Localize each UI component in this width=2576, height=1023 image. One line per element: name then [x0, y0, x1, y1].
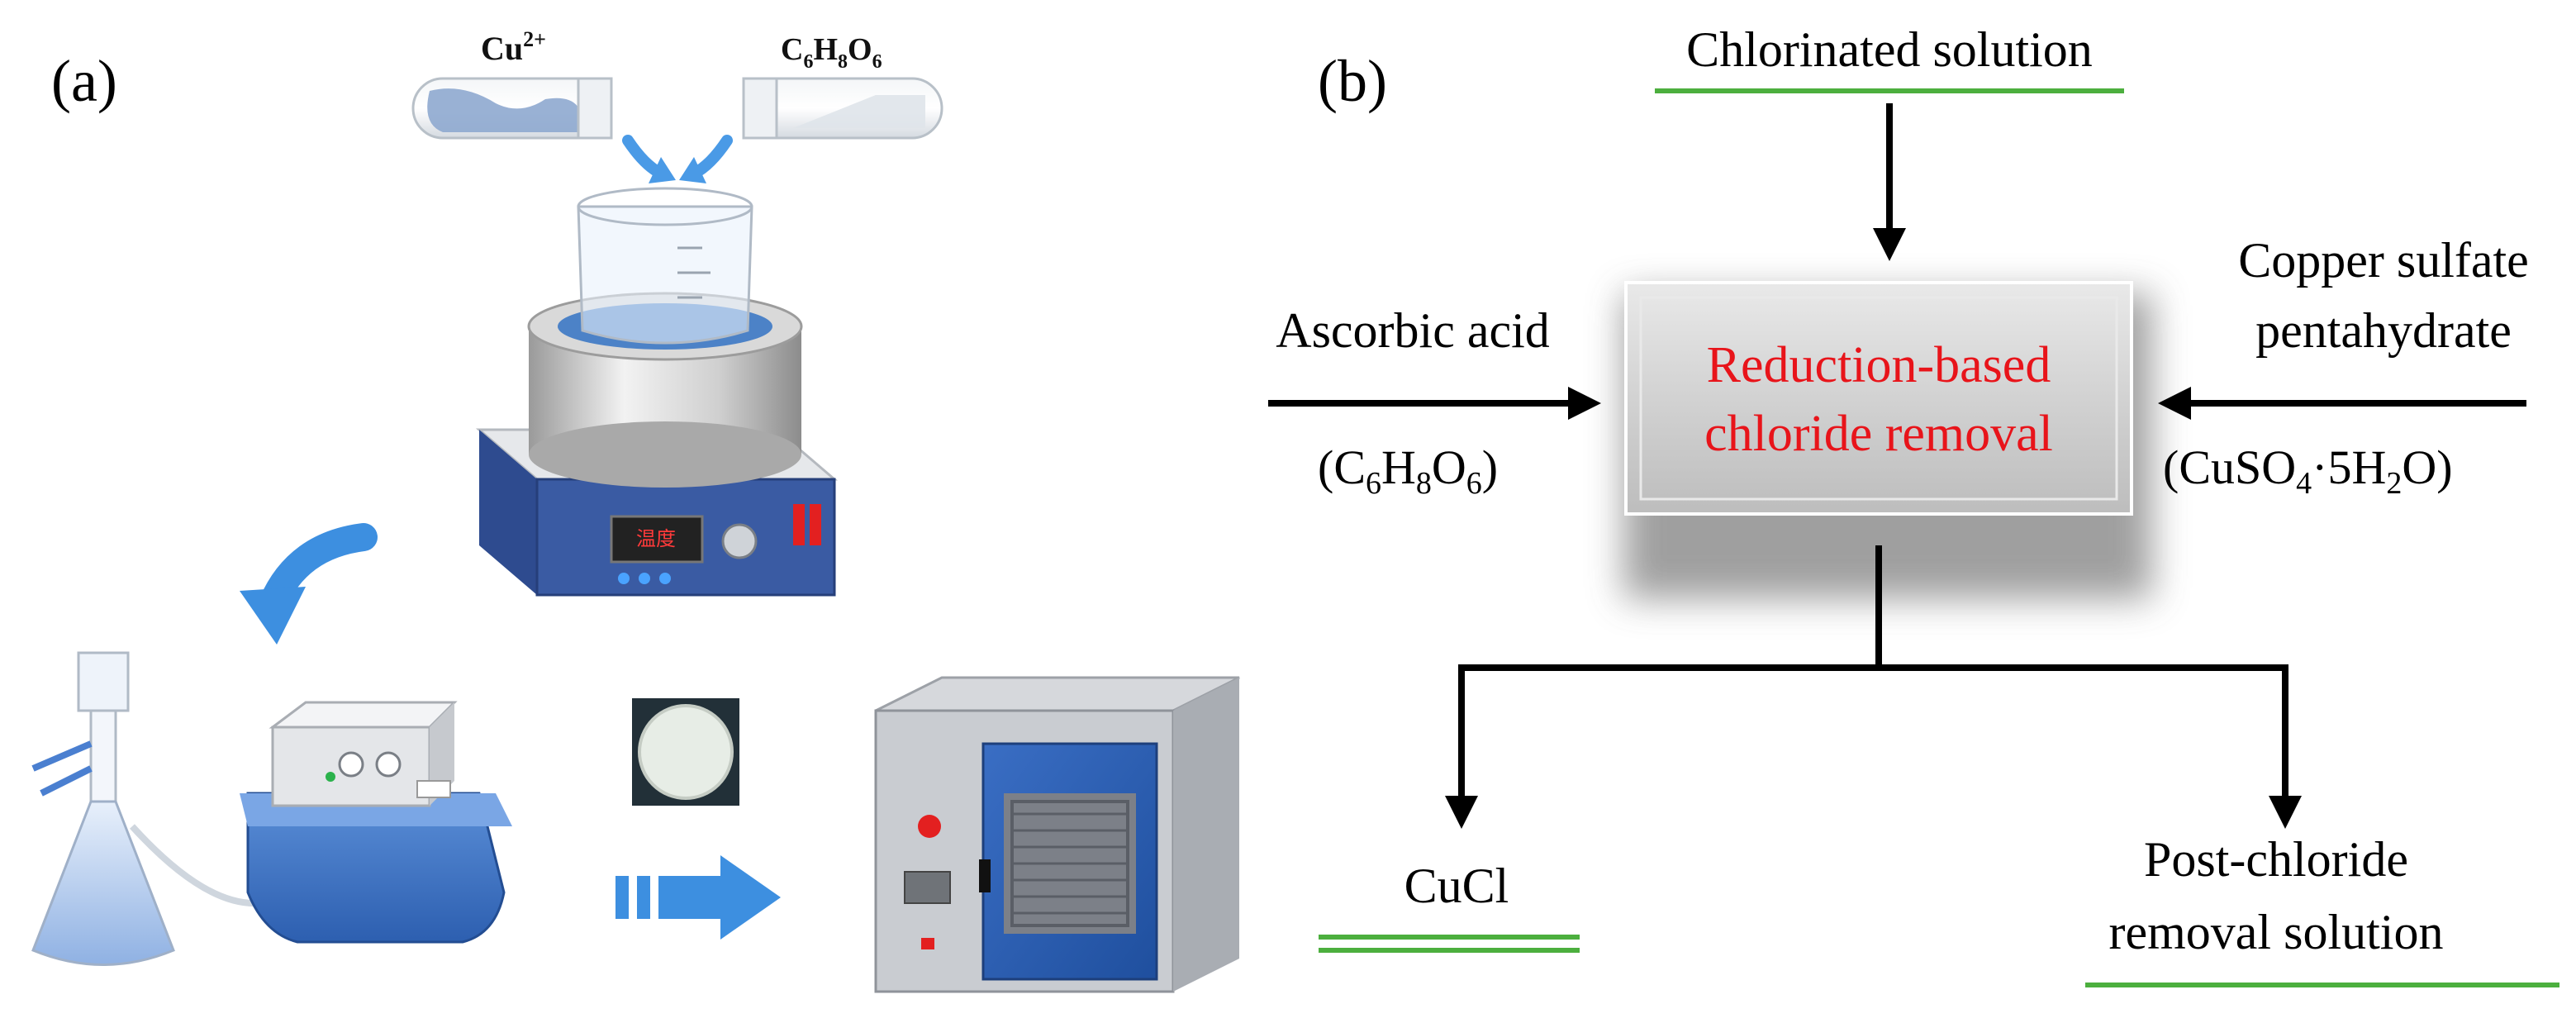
process-arrow-icon — [615, 855, 781, 940]
ascorbic-acid-tube — [742, 77, 943, 140]
right-input-formula: (CuSO4·5H2O) — [2163, 440, 2453, 501]
output-right-label-line1: Post-chloride — [2144, 832, 2408, 887]
magnetic-stirrer-icon: 温度 — [475, 187, 839, 597]
cu-ion-label: Cu2+ — [481, 27, 546, 67]
vacuum-pump-icon — [240, 701, 512, 944]
output-branch-lines — [1458, 545, 2288, 671]
right-input-label-line1: Copper sulfate — [2238, 233, 2529, 288]
curved-arrow-icon — [240, 523, 378, 645]
process-box-line2: chloride removal — [1704, 406, 2053, 462]
left-input-label: Ascorbic acid — [1276, 303, 1550, 358]
right-input-label-line2: pentahydrate — [2255, 303, 2512, 358]
output-left-label: CuCl — [1404, 859, 1509, 913]
panel-a-label: (a) — [51, 48, 117, 114]
process-box-line1: Reduction-based — [1707, 337, 2051, 393]
top-input-label: Chlorinated solution — [1686, 22, 2093, 77]
panel-b-label: (b) — [1318, 48, 1387, 114]
output-right-label-line2: removal solution — [2109, 905, 2444, 959]
filtration-flask-icon — [31, 651, 274, 966]
drying-oven-icon — [874, 676, 1240, 993]
hotplate-display-text: 温度 — [636, 528, 676, 550]
filter-paper-sample — [632, 698, 739, 806]
left-input-formula: (C6H8O6) — [1318, 440, 1498, 501]
pour-arrows-icon — [622, 135, 733, 179]
process-box — [1624, 281, 2133, 516]
cu-solution-tube — [411, 77, 613, 140]
ascorbic-acid-tube-label: C6H8O6 — [781, 32, 882, 73]
